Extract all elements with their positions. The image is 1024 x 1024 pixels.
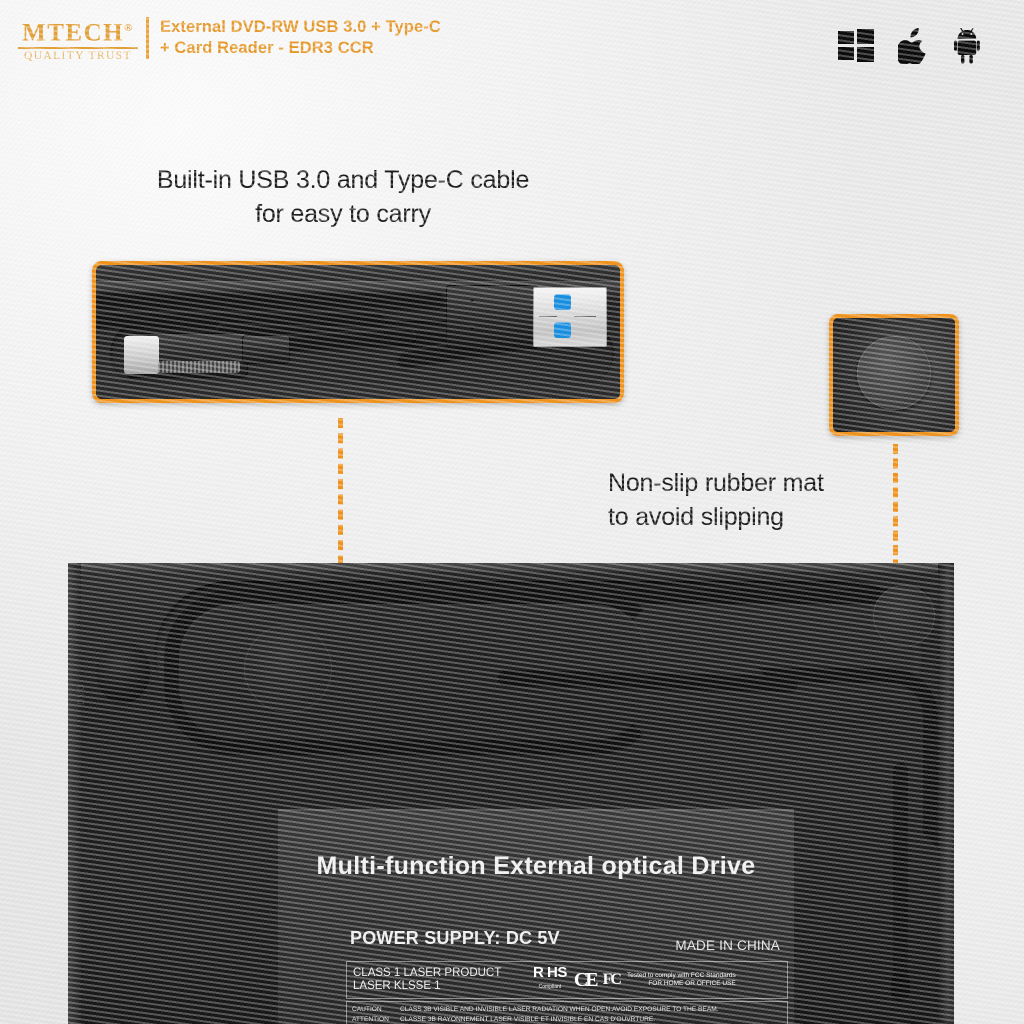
zoom-callout-cable [92, 261, 624, 403]
label-power-supply: POWER SUPPLY: DC 5V [350, 928, 560, 948]
cable-vertical-run-tip [891, 973, 910, 1001]
laser-class-line1: CLASS 1 LASER PRODUCT [353, 966, 502, 979]
usb-a-shell-dot-bottom [470, 325, 474, 329]
leader-line-mat [893, 444, 898, 584]
callout-text-non-slip-mat: Non-slip rubber mat to avoid slipping [608, 466, 908, 534]
product-photo: DVD Multi-function External optical Dri [68, 563, 954, 1024]
fcc-text-line1: Tested to comply with FCC Standards [626, 972, 736, 979]
header-vertical-divider [146, 17, 149, 59]
cable-segment-second [96, 311, 386, 327]
fcc-mark-icon: FC [602, 971, 622, 988]
product-title-line2: + Card Reader - EDR3 CCR [160, 38, 374, 57]
cable-exit-bend [758, 668, 938, 848]
drive-edge-marking: DVD [76, 682, 86, 705]
ce-mark-icon: CE [573, 968, 599, 991]
callout-cable-line1: Built-in USB 3.0 and Type-C cable [156, 166, 530, 194]
brand-logo: MTECH® QUALITY TRUST [18, 15, 138, 63]
drive-left-edge [68, 563, 81, 1024]
brand-name: MTECH® [18, 15, 138, 46]
rohs-label: R HS [533, 964, 567, 981]
type-c-metal-tip [124, 336, 159, 374]
drive-top-edge [68, 563, 954, 572]
brand-tagline: QUALITY TRUST [24, 50, 132, 63]
fcc-compliance-text: Tested to comply with FCC Standards FOR … [627, 972, 736, 988]
product-title-line1: External DVD-RW USB 3.0 + Type-C [160, 18, 441, 36]
callout-cable-line2: for easy to carry [255, 200, 431, 228]
rubber-foot-right [873, 585, 935, 647]
usb-contact-right [574, 316, 596, 317]
caution-key-english: CAUTION [352, 1006, 382, 1013]
usb-a-shell-dot-top [470, 298, 474, 302]
os-compatibility-icons [838, 27, 986, 69]
windows-icon [838, 29, 874, 68]
label-caution-box: CAUTION CLASS 3B VISIBLE AND INVISIBLE L… [346, 1001, 788, 1024]
caution-row-english: CAUTION CLASS 3B VISIBLE AND INVISIBLE L… [347, 1005, 787, 1015]
apple-icon [896, 28, 930, 69]
label-product-title: Multi-function External optical Drive [316, 852, 756, 880]
caution-row-french: ATTENTION CLASSE 3B RAYONNEMENT LASER VI… [347, 1015, 787, 1024]
logo-divider-rule [18, 47, 138, 50]
caution-value-english: CLASS 3B VISIBLE AND INVISIBLE LASER RAD… [400, 1006, 719, 1013]
drive-right-edge [938, 563, 954, 1024]
usb-a-plug-shell [446, 285, 538, 349]
rohs-icon: R HS Compliant [533, 965, 567, 995]
callout-mat-line1: Non-slip rubber mat [608, 469, 824, 497]
cable-loop-end-bulb [96, 641, 150, 703]
product-title: External DVD-RW USB 3.0 + Type-C + Card … [160, 17, 720, 58]
leader-line-cable [338, 418, 343, 596]
android-icon [954, 27, 986, 69]
laser-class-line2: LASER KLSSE 1 [353, 980, 441, 992]
label-certification-row: CLASS 1 LASER PRODUCT LASER KLSSE 1 R HS… [346, 961, 788, 999]
callout-mat-line2: to avoid slipping [608, 503, 784, 531]
usb3-blue-block-bottom [554, 322, 571, 338]
caution-value-french: CLASSE 3B RAYONNEMENT LASER VISIBLE ET I… [400, 1015, 656, 1023]
header-bar: MTECH® QUALITY TRUST External DVD-RW USB… [0, 0, 1024, 80]
cable-segment-top [96, 291, 446, 308]
certification-logos: R HS Compliant CE FC Tested to comply wi… [533, 965, 736, 995]
usb-a-metal-connector [533, 287, 607, 347]
callout-text-built-in-cable: Built-in USB 3.0 and Type-C cable for ea… [133, 163, 553, 231]
brand-name-text: MTECH [22, 19, 125, 47]
rubber-foot-left [244, 625, 332, 713]
label-made-in: MADE IN CHINA [675, 938, 780, 953]
rohs-sub: Compliant [538, 984, 562, 990]
cable-vertical-run [893, 763, 908, 993]
cable-run-top [498, 589, 928, 604]
rubber-foot [857, 336, 931, 410]
caution-key-french: ATTENTION [352, 1015, 389, 1023]
laser-class-block: CLASS 1 LASER PRODUCT LASER KLSSE 1 [347, 967, 533, 994]
zoom-callout-rubber-mat [829, 314, 959, 436]
usb-contact-left [539, 316, 557, 317]
fcc-text-line2: FOR HOME OR OFFICE USE [648, 980, 736, 987]
registered-mark: ® [124, 22, 134, 34]
product-label-plate: Multi-function External optical Drive PO… [278, 809, 794, 1024]
usb3-blue-block-top [554, 294, 571, 310]
type-c-strain-relief [242, 335, 290, 364]
type-c-grip-texture [158, 361, 240, 373]
